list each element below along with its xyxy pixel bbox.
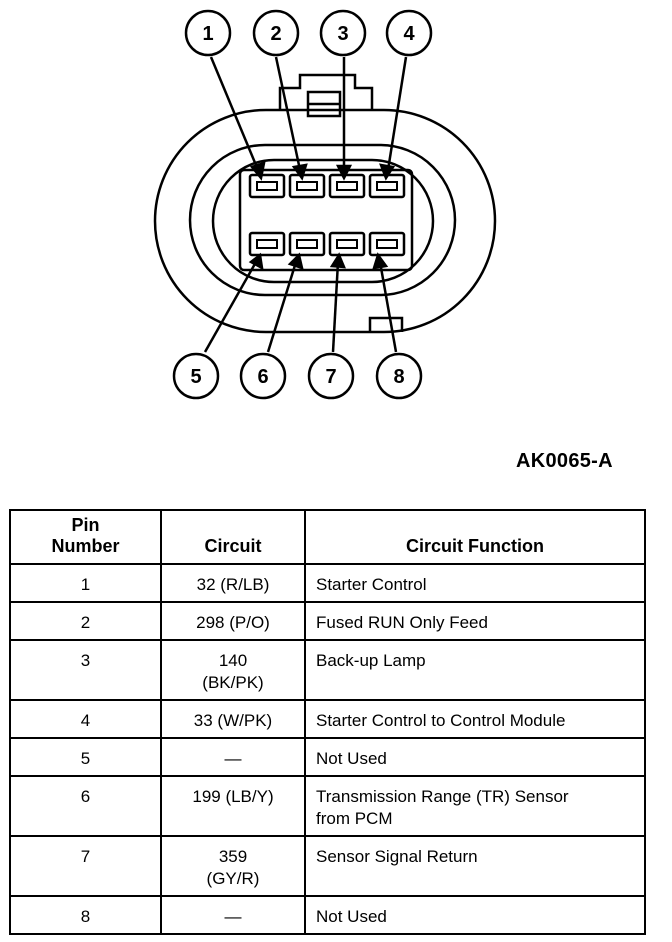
pin-cavity-7 — [328, 231, 366, 257]
circuit-cell: — — [160, 737, 306, 777]
circuit-text: 359 — [218, 847, 248, 866]
circuit-cell: — — [160, 895, 306, 935]
callout-3 — [319, 9, 367, 57]
pin-cavity-1 — [248, 173, 286, 199]
pin-cell: 7 — [9, 835, 162, 897]
callout-label-3: 3 — [337, 23, 348, 45]
callout-label-1: 1 — [202, 23, 213, 45]
circuit-text: 298 (P/O) — [196, 613, 270, 632]
circuit-cell: 199 (LB/Y) — [160, 775, 306, 837]
table-row: 3 140 (BK/PK) Back-up Lamp — [9, 639, 646, 701]
pin-cell: 1 — [9, 563, 162, 603]
header-pin-number: Pin Number — [9, 509, 162, 565]
function-text: Back-up Lamp — [316, 651, 426, 670]
function-cell: Transmission Range (TR) Sensor from PCM — [304, 775, 646, 837]
callout-label-5: 5 — [190, 366, 201, 388]
table-row: 4 33 (W/PK) Starter Control to Control M… — [9, 699, 646, 739]
callout-circles — [172, 9, 433, 400]
pin-cavity-6 — [288, 231, 326, 257]
connector-body — [153, 73, 497, 334]
pin-cavity-2 — [288, 173, 326, 199]
table-row: 6 199 (LB/Y) Transmission Range (TR) Sen… — [9, 775, 646, 837]
table-row: 2 298 (P/O) Fused RUN Only Feed — [9, 601, 646, 641]
function-text: Starter Control to Control Module — [316, 711, 566, 730]
circuit-text: (GY/R) — [206, 869, 260, 888]
pin-cell: 3 — [9, 639, 162, 701]
pin-circuit-table: Pin Number Circuit Circuit Function 1 32… — [9, 509, 646, 935]
circuit-cell: 33 (W/PK) — [160, 699, 306, 739]
table-row: 5 — Not Used — [9, 737, 646, 777]
header-pin-line2: Number — [51, 536, 120, 556]
callout-2 — [252, 9, 300, 57]
circuit-text: (BK/PK) — [202, 673, 264, 692]
circuit-cell: 298 (P/O) — [160, 601, 306, 641]
header-circuit-function: Circuit Function — [304, 509, 646, 565]
pin-cell: 4 — [9, 699, 162, 739]
function-cell: Back-up Lamp — [304, 639, 646, 701]
function-text: Fused RUN Only Feed — [316, 613, 488, 632]
pin-cavity-8 — [368, 231, 406, 257]
connector-diagram: 1 2 3 4 5 6 7 8 — [153, 9, 497, 400]
pin-cell: 2 — [9, 601, 162, 641]
callout-7 — [307, 352, 355, 400]
callout-4 — [385, 9, 433, 57]
table-row: 8 — Not Used — [9, 895, 646, 935]
circuit-text: 140 — [218, 651, 248, 670]
function-cell: Not Used — [304, 895, 646, 935]
pin-cell: 6 — [9, 775, 162, 837]
circuit-text: 199 (LB/Y) — [192, 787, 274, 806]
function-text: from PCM — [316, 809, 393, 828]
circuit-text: — — [224, 749, 242, 768]
callout-label-8: 8 — [393, 366, 404, 388]
callout-label-4: 4 — [403, 23, 415, 45]
pin-cell: 5 — [9, 737, 162, 777]
function-cell: Starter Control to Control Module — [304, 699, 646, 739]
function-cell: Sensor Signal Return — [304, 835, 646, 897]
callout-label-6: 6 — [257, 366, 268, 388]
header-circuit: Circuit — [160, 509, 306, 565]
circuit-cell: 359 (GY/R) — [160, 835, 306, 897]
function-text: Not Used — [316, 907, 387, 926]
function-text: Not Used — [316, 749, 387, 768]
callout-label-2: 2 — [270, 23, 281, 45]
callout-8 — [375, 352, 423, 400]
circuit-text: 32 (R/LB) — [196, 575, 270, 594]
function-text: Starter Control — [316, 575, 427, 594]
table-header-row: Pin Number Circuit Circuit Function — [9, 509, 646, 565]
table-row: 1 32 (R/LB) Starter Control — [9, 563, 646, 603]
callout-6 — [239, 352, 287, 400]
function-text: Sensor Signal Return — [316, 847, 478, 866]
table-row: 7 359 (GY/R) Sensor Signal Return — [9, 835, 646, 897]
pin-cavities — [248, 173, 406, 257]
callout-1 — [184, 9, 232, 57]
callout-5 — [172, 352, 220, 400]
pin-cavity-3 — [328, 173, 366, 199]
function-text: Transmission Range (TR) Sensor — [316, 787, 569, 806]
function-cell: Not Used — [304, 737, 646, 777]
pin-cell: 8 — [9, 895, 162, 935]
pin-cavity-5 — [248, 231, 286, 257]
circuit-text: — — [224, 907, 242, 926]
header-pin-line1: Pin — [71, 515, 100, 535]
circuit-cell: 32 (R/LB) — [160, 563, 306, 603]
function-cell: Starter Control — [304, 563, 646, 603]
callout-label-7: 7 — [325, 366, 336, 388]
leader-lines — [203, 56, 408, 353]
circuit-cell: 140 (BK/PK) — [160, 639, 306, 701]
circuit-text: 33 (W/PK) — [193, 711, 273, 730]
function-cell: Fused RUN Only Feed — [304, 601, 646, 641]
figure-code: AK0065-A — [516, 450, 613, 472]
